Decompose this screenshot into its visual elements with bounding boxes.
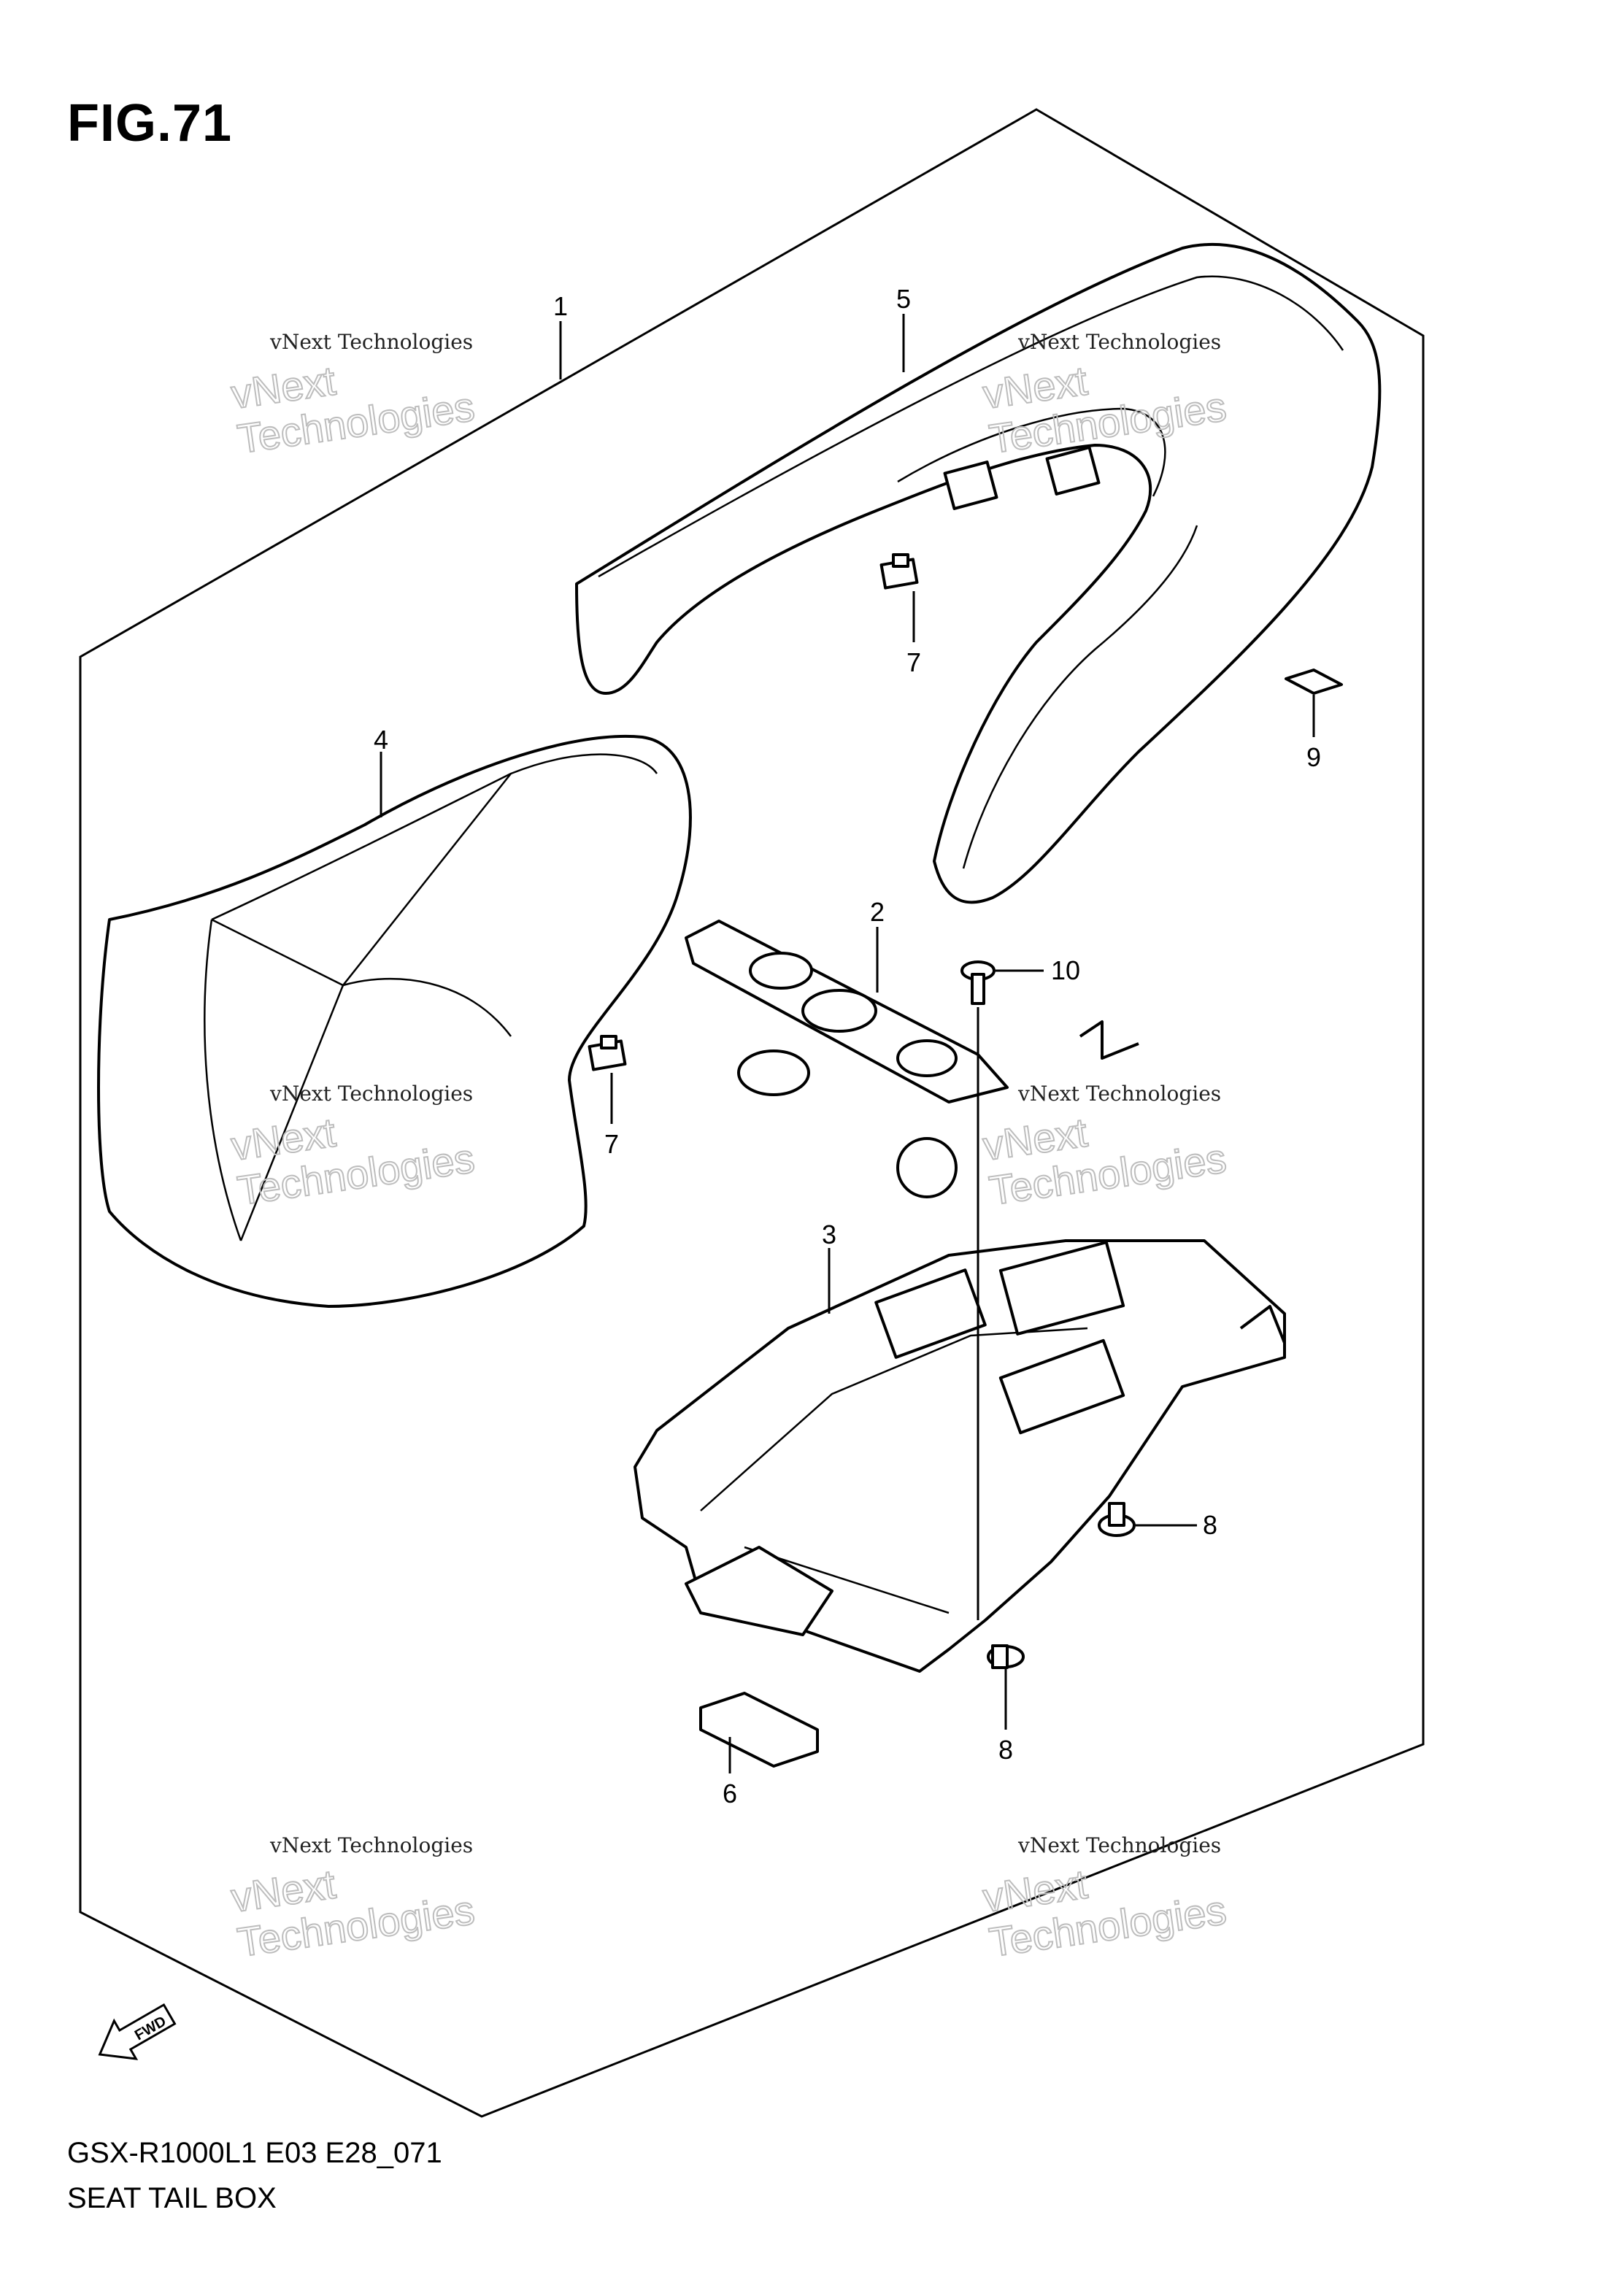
callout-1: 1 xyxy=(553,291,568,321)
fwd-arrow-icon: FWD xyxy=(98,2003,177,2060)
svg-text:vNext Technologies: vNext Technologies xyxy=(269,1082,473,1106)
callout-5: 5 xyxy=(896,284,911,314)
svg-text:vNext Technologies: vNext Technologies xyxy=(269,1833,473,1857)
part-seat-tail-cover xyxy=(575,242,1382,904)
svg-text:vNextTechnologies: vNextTechnologies xyxy=(980,1842,1229,1965)
watermark-top-left: vNext Technologies vNextTechnologies xyxy=(228,330,478,463)
callout-8-lower: 8 xyxy=(998,1735,1013,1765)
callout-2: 2 xyxy=(870,897,885,927)
svg-text:vNextTechnologies: vNextTechnologies xyxy=(228,1842,477,1965)
callout-7-lower: 7 xyxy=(604,1129,619,1159)
callout-7-upper: 7 xyxy=(906,647,921,677)
part-pad xyxy=(699,1692,819,1768)
part-screw xyxy=(960,960,996,1005)
watermark-bottom-right: vNext Technologies vNextTechnologies xyxy=(979,1833,1230,1966)
part-bolt-right xyxy=(1098,1502,1136,1537)
callout-6: 6 xyxy=(723,1779,737,1808)
callout-9: 9 xyxy=(1306,742,1321,772)
watermark-mid-right: vNext Technologies vNextTechnologies xyxy=(979,1082,1230,1214)
callout-3: 3 xyxy=(822,1220,836,1249)
part-clip-nut-lower xyxy=(588,1035,627,1071)
part-cushion xyxy=(1285,669,1343,695)
model-code: GSX-R1000L1 E03 E28_071 xyxy=(67,2137,442,2169)
callout-4: 4 xyxy=(374,725,388,755)
svg-text:vNextTechnologies: vNextTechnologies xyxy=(980,1090,1229,1214)
part-bolt-lower xyxy=(987,1644,1025,1669)
svg-text:vNext Technologies: vNext Technologies xyxy=(1017,1082,1221,1106)
svg-text:vNext Technologies: vNext Technologies xyxy=(1017,330,1221,354)
callout-10: 10 xyxy=(1051,955,1080,985)
part-bracket-plate xyxy=(685,920,1139,1103)
svg-text:vNext Technologies: vNext Technologies xyxy=(1017,1833,1221,1857)
callout-8-right: 8 xyxy=(1203,1510,1217,1540)
figure-title: FIG.71 xyxy=(67,94,233,153)
part-clip-nut-upper xyxy=(879,553,919,590)
kit-outline-box xyxy=(79,108,1425,2118)
svg-text:vNextTechnologies: vNextTechnologies xyxy=(228,339,477,462)
watermark-bottom-left: vNext Technologies vNextTechnologies xyxy=(228,1833,478,1966)
svg-text:vNext Technologies: vNext Technologies xyxy=(269,330,473,354)
part-tail-box-frame xyxy=(634,1137,1286,1673)
assembly-name: SEAT TAIL BOX xyxy=(67,2182,277,2214)
part-seat-cushion xyxy=(97,734,692,1308)
